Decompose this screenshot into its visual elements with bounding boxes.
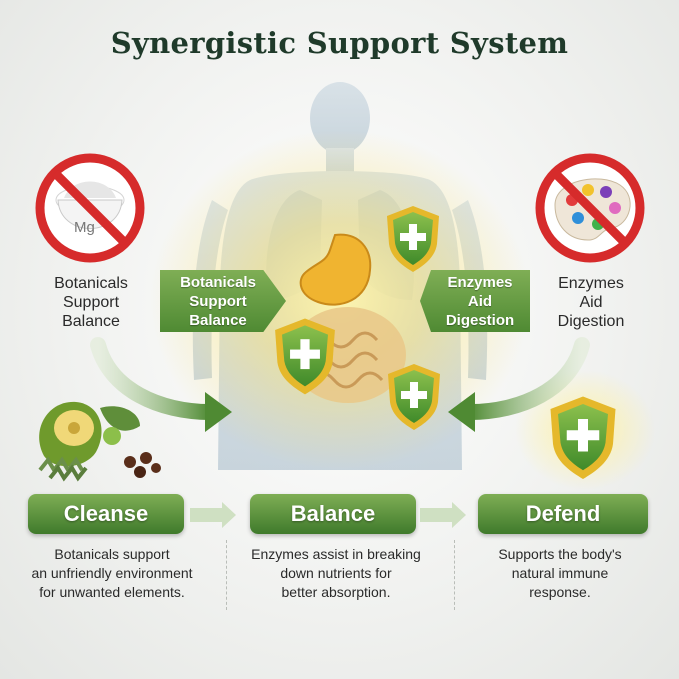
left-flow-arrow (90, 337, 218, 420)
left-item-label-line: Botanicals (54, 275, 128, 292)
desc-line: better absorption. (281, 584, 391, 600)
enzymes-tag: Enzymes Aid Digestion (420, 270, 530, 332)
right-flow-arrow (462, 337, 590, 420)
step-label: Balance (290, 501, 376, 526)
step-cleanse-description: Botanicals support an unfriendly environ… (12, 545, 212, 602)
desc-line: natural immune (511, 565, 609, 581)
no-magnesium-icon: Mg (35, 153, 145, 263)
desc-line: response. (529, 584, 591, 600)
step-balance: Balance (250, 494, 416, 534)
step-defend: Defend (478, 494, 648, 534)
right-item-label-line: Aid (579, 294, 603, 311)
stomach-icon (299, 233, 372, 306)
desc-line: Botanicals support (54, 546, 170, 562)
left-item-label-line: Balance (62, 313, 120, 330)
desc-line: down nutrients for (280, 565, 392, 581)
divider (454, 540, 455, 610)
step-arrow (190, 502, 236, 528)
right-item-label-line: Digestion (557, 313, 625, 330)
step-label: Defend (525, 501, 601, 526)
tag-line: Digestion (445, 311, 515, 329)
mg-label: Mg (74, 219, 95, 236)
desc-line: an unfriendly environment (31, 565, 193, 581)
desc-line: for unwanted elements. (39, 584, 185, 600)
tag-line: Balance (189, 311, 247, 329)
desc-line: Enzymes assist in breaking (251, 546, 421, 562)
left-item-label: Botanicals Support Balance (26, 274, 156, 331)
tag-line: Enzymes (447, 273, 513, 291)
step-arrow (420, 502, 466, 528)
page-title: Synergistic Support System (110, 26, 569, 60)
desc-line: Supports the body's (498, 546, 622, 562)
tag-line: Support (189, 292, 247, 310)
botanicals-icon (38, 401, 161, 482)
divider (226, 540, 227, 610)
right-item-label-line: Enzymes (558, 275, 624, 292)
step-balance-description: Enzymes assist in breaking down nutrient… (236, 545, 436, 602)
step-defend-description: Supports the body's natural immune respo… (460, 545, 660, 602)
step-cleanse: Cleanse (28, 494, 184, 534)
step-label: Cleanse (63, 501, 149, 526)
right-item-label: Enzymes Aid Digestion (526, 274, 656, 331)
tag-line: Aid (467, 292, 493, 310)
left-item-label-line: Support (62, 294, 120, 311)
tag-line: Botanicals (180, 273, 256, 291)
no-artificial-colors-icon (535, 153, 645, 263)
botanicals-tag: Botanicals Support Balance (160, 270, 286, 332)
